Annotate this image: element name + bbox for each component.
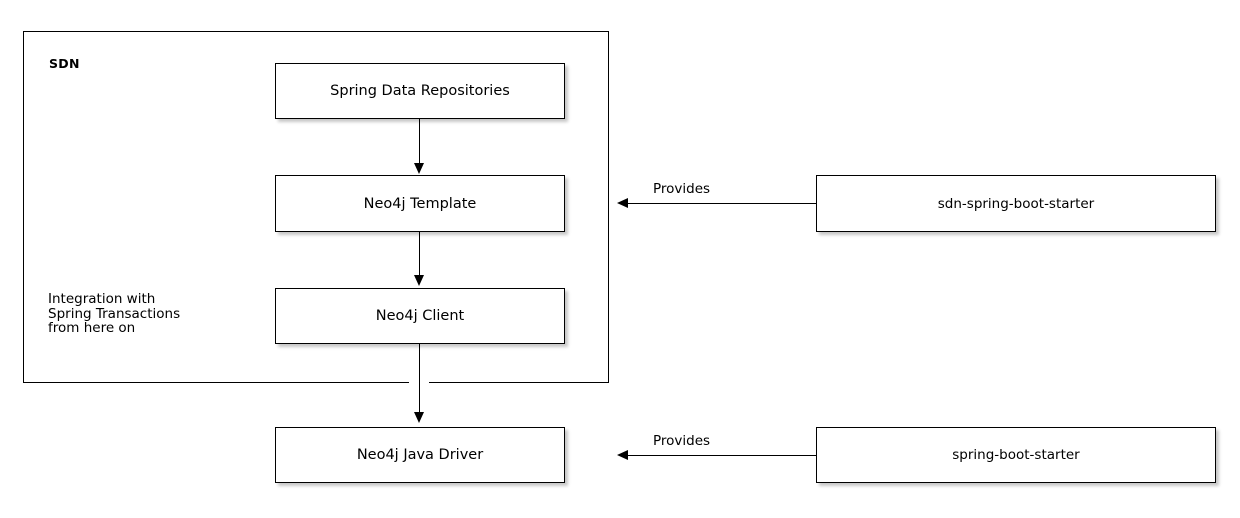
edge-sdn-starter-provides-label: Provides: [653, 181, 711, 197]
node-spring-boot-starter[interactable]: spring-boot-starter: [816, 427, 1216, 483]
node-neo4j-java-driver[interactable]: Neo4j Java Driver: [275, 427, 565, 483]
node-spring-boot-starter-label: spring-boot-starter: [952, 447, 1080, 463]
edge-repositories-to-template-line: [419, 119, 420, 165]
edge-template-to-client-line: [419, 232, 420, 277]
edge-sdn-starter-provides-line: [627, 203, 816, 204]
edge-client-to-driver-line-crossing: [419, 379, 420, 385]
edge-template-to-client-arrowhead: [414, 275, 424, 286]
node-neo4j-template-label: Neo4j Template: [363, 195, 477, 212]
node-neo4j-template[interactable]: Neo4j Template: [275, 175, 565, 232]
node-neo4j-java-driver-label: Neo4j Java Driver: [356, 447, 484, 463]
edge-boot-starter-provides-arrowhead: [617, 450, 628, 460]
edge-sdn-starter-provides-arrowhead: [617, 198, 628, 208]
node-sdn-spring-boot-starter[interactable]: sdn-spring-boot-starter: [816, 175, 1216, 232]
edge-boot-starter-provides-label: Provides: [653, 433, 711, 449]
node-spring-data-repositories-label: Spring Data Repositories: [330, 83, 510, 99]
edge-repositories-to-template-arrowhead: [414, 163, 424, 174]
edge-client-to-driver-arrowhead: [414, 412, 424, 423]
node-neo4j-client[interactable]: Neo4j Client: [275, 288, 565, 344]
node-neo4j-client-label: Neo4j Client: [375, 308, 465, 324]
node-sdn-spring-boot-starter-label: sdn-spring-boot-starter: [937, 195, 1095, 212]
node-spring-data-repositories[interactable]: Spring Data Repositories: [275, 63, 565, 119]
edge-boot-starter-provides-line: [627, 455, 816, 456]
package-sdn-label: SDN: [49, 56, 80, 71]
note-spring-transactions: Integration with Spring Transactions fro…: [48, 291, 181, 336]
